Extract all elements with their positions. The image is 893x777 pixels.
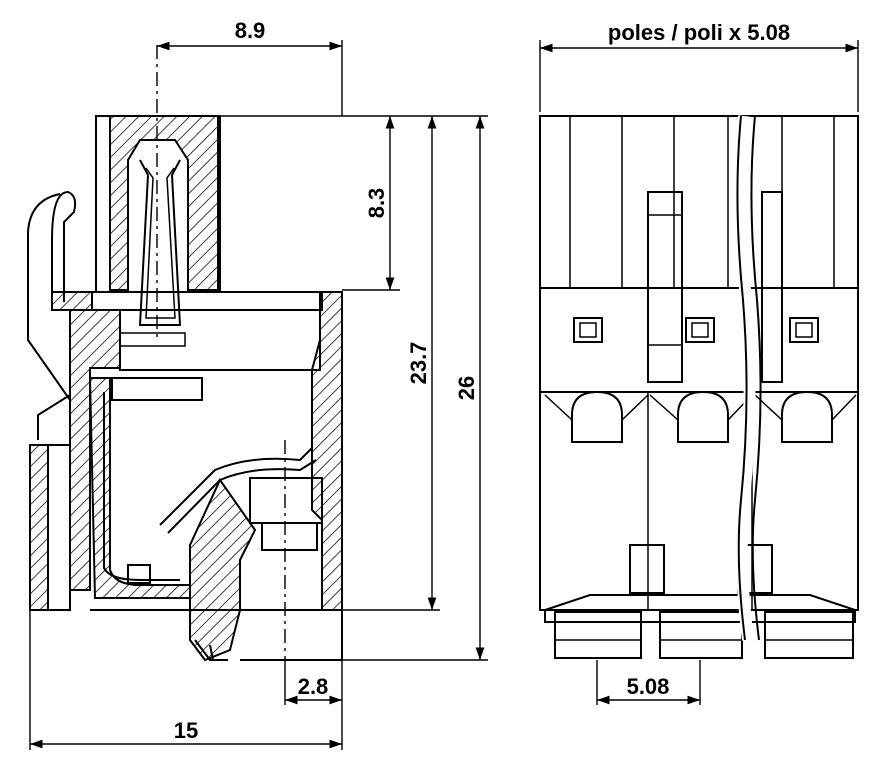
side-view-dimensions bbox=[29, 40, 488, 750]
side-section-view bbox=[27, 45, 343, 662]
front-view-dimensions bbox=[539, 40, 859, 705]
front-view bbox=[539, 115, 859, 659]
dim-label-height-total: 26 bbox=[454, 376, 479, 400]
dim-label-pitch: 5.08 bbox=[627, 674, 670, 699]
dim-label-socket-depth: 8.3 bbox=[364, 188, 389, 219]
dim-label-pitch-formula: poles / poli x 5.08 bbox=[608, 20, 790, 45]
dim-label-pin-offset: 2.8 bbox=[298, 674, 329, 699]
dim-label-top-width: 8.9 bbox=[235, 18, 266, 43]
dim-label-height-inner: 23.7 bbox=[406, 342, 431, 385]
dim-label-total-depth: 15 bbox=[174, 718, 198, 743]
